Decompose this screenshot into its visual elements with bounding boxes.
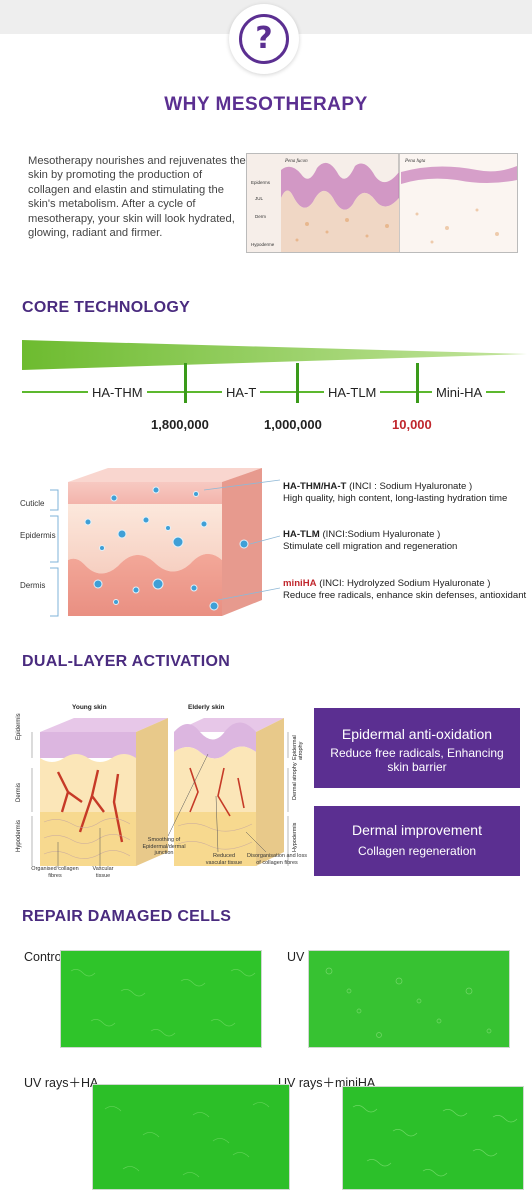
why-mesotherapy-title: WHY MESOTHERAPY [164,94,368,115]
elderly-layer-label: Dermal atrophy [292,762,298,800]
skin-caption: Disorganisation and loss of collagen fib… [247,853,307,866]
molecular-weight-value: 1,000,000 [264,417,322,432]
skin-caption: Reduced vascular tissue [205,853,243,866]
ingredient-desc: Stimulate cell migration and regeneratio… [283,541,458,552]
young-layer-label: Dermis [16,783,22,802]
molecular-weight-axis [22,391,505,393]
skin-layer-label-cuticle: Cuticle [20,499,45,508]
ingredient-item: miniHA (INCI: Hydrolyzed Sodium Hyaluron… [283,578,531,602]
histology-illustration: Pena fucon Pena hgta Epiderms JUL Derm H… [247,154,517,252]
question-mark-icon: ? [239,14,289,64]
skin-layers-illustration [50,468,280,617]
skin-layer-label-epidermis: Epidermis [20,531,56,540]
box-title: Dermal improvement [352,822,482,838]
histology-caption-left: Pena fucon [284,159,308,164]
segment-label-ha-thm: HA-THM [88,385,147,400]
ingredient-desc: Reduce free radicals, enhance skin defen… [283,590,527,601]
young-layer-label: Hypodermis [16,819,22,852]
histology-caption-right: Pena hgta [404,159,426,164]
cell-photo-uv-ha [92,1084,290,1190]
ingredient-inci: (INCI: Hydrolyzed Sodium Hyaluronate ) [319,578,491,589]
segment-label-ha-t: HA-T [222,385,261,400]
young-layer-label: Epidermis [16,713,22,740]
why-mesotherapy-text: Mesotherapy nourishes and rejuvenates th… [28,155,246,240]
cell-texture [309,951,509,1047]
box-desc: Collagen regeneration [357,844,477,858]
cell-photo-control [60,950,262,1048]
skin-caption: Smoothing of Epidermal/dermal junction [142,837,186,856]
photo-label-uv-ha: UV rays＋HA [24,1076,99,1090]
segment-label-ha-tlm: HA-TLM [324,385,381,400]
ingredient-desc: High quality, high content, long-lasting… [283,493,508,504]
elderly-layer-label: Hypodermis [292,822,298,852]
skin-caption: Organised collagen fibres [31,866,79,879]
molecular-weight-wedge [22,340,527,370]
young-vs-elderly-skin-illustration [31,718,289,868]
epidermal-anti-oxidation-box: Epidermal anti-oxidation Reduce free rad… [314,708,520,788]
ingredient-name: HA-THM/HA-T [283,481,347,492]
skin-caption: Vascular tissue [92,866,114,879]
elderly-layer-label: Epidermal atrophy [292,735,304,760]
molecular-weight-value: 10,000 [392,417,432,432]
ingredient-item: HA-THM/HA-T (INCI : Sodium Hyaluronate )… [283,481,531,505]
histology-label: JUL [255,196,263,201]
axis-tick [184,363,187,403]
cell-texture [61,951,261,1047]
ingredient-name: HA-TLM [283,529,320,540]
molecular-weight-value: 1,800,000 [151,417,209,432]
core-technology-title: CORE TECHNOLOGY [22,299,191,316]
cell-photo-uv-miniha [342,1086,524,1190]
axis-tick [296,363,299,403]
repair-cells-title: REPAIR DAMAGED CELLS [22,908,232,925]
dual-layer-title: DUAL-LAYER ACTIVATION [22,653,231,670]
young-skin-label: Young skin [72,704,107,711]
question-badge: ? [229,4,299,74]
skin-layer-label-dermis: Dermis [20,581,46,590]
box-title: Epidermal anti-oxidation [341,726,493,742]
skin-histology-image: Pena fucon Pena hgta Epiderms JUL Derm H… [246,153,518,253]
ingredient-name: miniHA [283,578,317,589]
dermal-improvement-box: Dermal improvement Collagen regeneration [314,806,520,876]
cell-photo-uv [308,950,510,1048]
histology-label: Hypoderme [251,242,275,247]
ingredient-item: HA-TLM (INCI:Sodium Hyaluronate ) Stimul… [283,529,531,553]
ingredient-inci: (INCI:Sodium Hyaluronate ) [322,529,441,540]
cell-texture [343,1087,523,1189]
photo-label-control: Control [24,950,65,964]
box-desc: Reduce free radicals, Enhancing skin bar… [330,746,504,774]
axis-tick [416,363,419,403]
ingredient-inci: (INCI : Sodium Hyaluronate ) [349,481,473,492]
histology-label: Epiderms [251,180,271,185]
segment-label-mini-ha: Mini-HA [432,385,487,400]
cell-texture [93,1085,289,1189]
histology-label: Derm [255,214,266,219]
elderly-skin-label: Elderly skin [188,704,225,711]
